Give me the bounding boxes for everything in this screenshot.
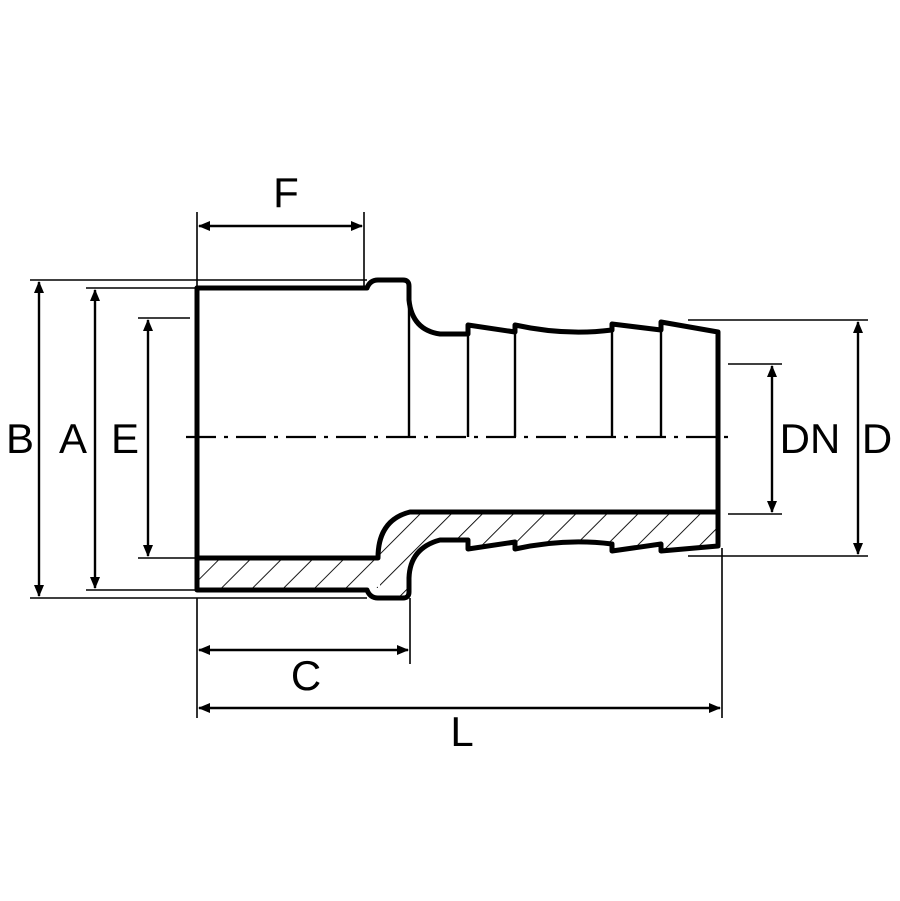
fitting-outline-top bbox=[194, 277, 721, 440]
label-a: A bbox=[59, 415, 87, 462]
label-l: L bbox=[450, 708, 473, 755]
label-d: D bbox=[862, 415, 892, 462]
bore-line-bottom bbox=[194, 509, 721, 561]
label-e: E bbox=[111, 415, 139, 462]
hatched-wall-spigot bbox=[380, 514, 716, 596]
fitting-outline-bottom bbox=[194, 285, 721, 601]
label-c: C bbox=[291, 652, 321, 699]
label-dn: DN bbox=[780, 415, 841, 462]
hatched-wall-socket bbox=[199, 560, 378, 588]
label-f: F bbox=[273, 169, 299, 216]
label-b: B bbox=[6, 415, 34, 462]
